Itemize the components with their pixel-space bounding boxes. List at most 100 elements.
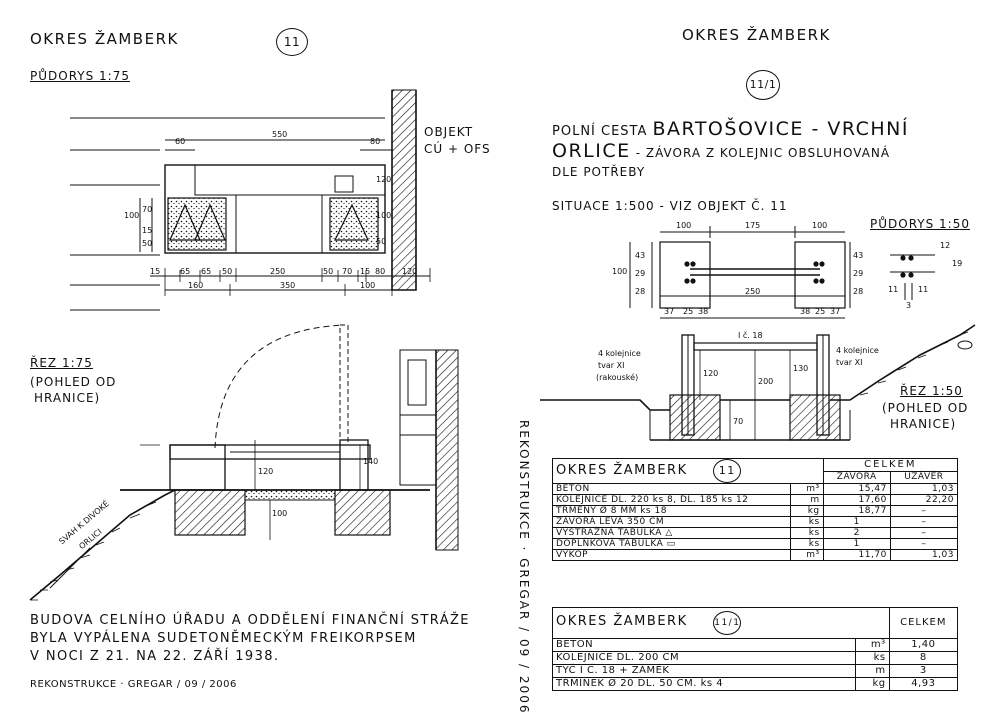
left-section-note-1: (POHLED OD bbox=[30, 375, 117, 389]
right-plan-dim-left-2: 29 bbox=[635, 269, 646, 278]
table2-total: 8 bbox=[888, 651, 959, 665]
left-dim-top-0: 60 bbox=[175, 137, 186, 146]
right-plan-dim-top-1: 175 bbox=[745, 221, 761, 230]
left-object-number: 11 bbox=[276, 28, 308, 56]
table1-unit: kg bbox=[789, 505, 824, 517]
left-plan-label: PŮDORYS 1:75 bbox=[30, 69, 130, 83]
left-dim-row1-3: 50 bbox=[222, 267, 233, 276]
left-note-line-2: BYLA VYPÁLENA SUDETONĚMECKÝM FREIKORPSEM bbox=[30, 631, 417, 646]
table1-item: ZÁVORA LEVÁ 350 CM bbox=[552, 516, 791, 528]
left-dim-left-2: 15 bbox=[142, 226, 153, 235]
right-section-label: ŘEZ 1:50 bbox=[900, 384, 963, 398]
left-dim-right-1: 100 bbox=[376, 211, 392, 220]
right-district-title: OKRES ŽAMBERK bbox=[682, 26, 831, 44]
table1-a: 11,70 bbox=[822, 549, 891, 561]
right-plan-drawing bbox=[629, 226, 935, 319]
rail-left-label-3: (rakouské) bbox=[596, 373, 639, 382]
small-plan-dim-3: 11 bbox=[918, 285, 929, 294]
right-section-dim-0: 120 bbox=[703, 369, 719, 378]
table1-b: – bbox=[889, 527, 959, 539]
table2-total-header: CELKEM bbox=[888, 607, 959, 639]
left-dim-row1-4: 250 bbox=[270, 267, 286, 276]
table1-a: 15,47 bbox=[822, 483, 891, 495]
left-object-label-2: CÚ + OFS bbox=[424, 142, 491, 156]
right-title-line-2: ORLICE - ZÁVORA Z KOLEJNIC OBSLUHOVANÁ bbox=[552, 142, 890, 161]
table1-item: DOPLŇKOVÁ TABULKA ▭ bbox=[552, 538, 791, 550]
table1-unit: m³ bbox=[789, 549, 824, 561]
right-title-rest-2: DLE POTŘEBY bbox=[552, 165, 646, 179]
table1-unit: m³ bbox=[789, 483, 824, 495]
left-section-label: ŘEZ 1:75 bbox=[30, 356, 93, 370]
right-section-dim-2: 130 bbox=[793, 364, 809, 373]
right-plan-dim-bottom-5: 37 bbox=[830, 307, 841, 316]
table2-unit: m³ bbox=[854, 638, 890, 652]
right-plan-dim-total: 250 bbox=[745, 287, 761, 296]
left-section-dim-0: 120 bbox=[258, 467, 274, 476]
rail-left-label-2: tvar XI bbox=[598, 361, 625, 370]
table1-item: KOLEJNICE DL. 220 ks 8, DL. 185 ks 12 bbox=[552, 494, 791, 506]
table2-title: OKRES ŽAMBERK bbox=[556, 614, 688, 629]
small-plan-dim-2: 11 bbox=[888, 285, 899, 294]
table1-subheader-row: ZÁVORA UZÁVĚR bbox=[553, 470, 959, 484]
right-section-note-2: HRANICE) bbox=[890, 417, 957, 431]
left-note-line-1: BUDOVA CELNÍHO ÚŘADU A ODDĚLENÍ FINANČNÍ… bbox=[30, 613, 470, 628]
table-row: TŘMÍNEK Ø 20 DL. 50 CM. ks 4 kg 4,93 bbox=[552, 677, 959, 691]
table-row: BETON m³ 15,47 1,03 bbox=[552, 483, 959, 495]
table2-unit: m bbox=[854, 664, 890, 678]
small-plan-dim-0: 12 bbox=[940, 241, 951, 250]
right-situation: SITUACE 1:500 - VIZ OBJEKT Č. 11 bbox=[552, 199, 788, 213]
table-row: ZÁVORA LEVÁ 350 CM ks 1 – bbox=[552, 516, 959, 528]
right-plan-rail-nodes bbox=[684, 255, 914, 284]
table1-a: 1 bbox=[822, 538, 891, 550]
left-section-note-2: HRANICE) bbox=[34, 391, 101, 405]
bill-of-quantities-table-2: OKRES ŽAMBERK 11/1 CELKEM BETON m³ 1,40 … bbox=[552, 607, 959, 691]
right-plan-dim-top-0: 100 bbox=[676, 221, 692, 230]
table2-total: 1,40 bbox=[888, 638, 959, 652]
left-dim-row1-2: 65 bbox=[201, 267, 212, 276]
right-plan-dim-bottom-4: 25 bbox=[815, 307, 826, 316]
left-dim-right-0: 120 bbox=[376, 175, 392, 184]
left-district-title: OKRES ŽAMBERK bbox=[30, 30, 179, 48]
left-dim-row1-1: 65 bbox=[180, 267, 191, 276]
left-dim-row1-6: 70 bbox=[342, 267, 353, 276]
table1-item: VÝKOP bbox=[552, 549, 791, 561]
table1-unit: ks bbox=[789, 538, 824, 550]
table1-a: 18,77 bbox=[822, 505, 891, 517]
left-dim-row2-0: 160 bbox=[188, 281, 204, 290]
table-row: KOLEJNICE DL. 220 ks 8, DL. 185 ks 12 m … bbox=[552, 494, 959, 506]
left-dim-top-1: 550 bbox=[272, 130, 288, 139]
right-plan-dim-bottom-2: 38 bbox=[698, 307, 709, 316]
small-plan-dim-1: 19 bbox=[952, 259, 963, 268]
table-row: KOLEJNICE DL. 200 CM ks 8 bbox=[552, 651, 959, 665]
left-dim-row2-2: 100 bbox=[360, 281, 376, 290]
left-section-dim-2: 100 bbox=[272, 509, 288, 518]
table-row: VÝSTRAŽNÁ TABULKA △ ks 2 – bbox=[552, 527, 959, 539]
table2-badge: 11/1 bbox=[713, 611, 742, 635]
left-dim-left-1: 70 bbox=[142, 205, 153, 214]
table1-col-b: UZÁVĚR bbox=[889, 470, 959, 484]
left-note-line-3: V NOCI Z 21. NA 22. ZÁŘÍ 1938. bbox=[30, 649, 280, 664]
table1-unit: ks bbox=[789, 527, 824, 539]
table2-total: 4,93 bbox=[888, 677, 959, 691]
table2-item: BETON bbox=[552, 638, 856, 652]
left-credit: REKONSTRUKCE · GREGAR / 09 / 2006 bbox=[30, 679, 237, 690]
table1-unit: m bbox=[789, 494, 824, 506]
right-title-prefix: POLNÍ CESTA bbox=[552, 124, 648, 139]
table1-item: VÝSTRAŽNÁ TABULKA △ bbox=[552, 527, 791, 539]
left-dim-left-3: 50 bbox=[142, 239, 153, 248]
right-title-line-1: POLNÍ CESTA BARTOŠOVICE - VRCHNÍ bbox=[552, 120, 909, 139]
rail-left-label-1: 4 kolejnice bbox=[598, 349, 641, 358]
right-plan-dim-left-1: 43 bbox=[635, 251, 646, 260]
table2-unit: ks bbox=[854, 651, 890, 665]
table2-item: TŘMÍNEK Ø 20 DL. 50 CM. ks 4 bbox=[552, 677, 856, 691]
right-section-drawing bbox=[540, 324, 976, 441]
right-section-note-1: (POHLED OD bbox=[882, 401, 969, 415]
right-title-rest: - ZÁVORA Z KOLEJNIC OBSLUHOVANÁ bbox=[635, 146, 891, 160]
table1-total-header: CELKEM bbox=[822, 458, 959, 472]
table2-unit: kg bbox=[854, 677, 890, 691]
table1-b: – bbox=[889, 516, 959, 528]
left-dim-row1-0: 15 bbox=[150, 267, 161, 276]
rail-right-label-2: tvar XI bbox=[836, 358, 863, 367]
table-row: TŘMENY Ø 8 MM ks 18 kg 18,77 – bbox=[552, 505, 959, 517]
